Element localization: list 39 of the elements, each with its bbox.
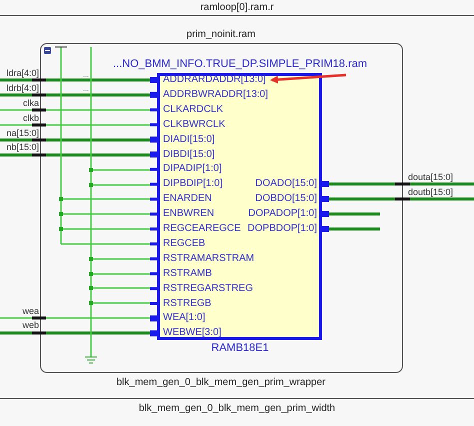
pin-name: DOADO[15:0] [255,178,317,190]
pin-name: RSTREGB [163,298,212,310]
port-name: clka [22,97,39,109]
port-name: ldra[4:0] [6,67,39,79]
pin-name: CLKARDCLK [163,104,224,116]
port-name: na[15:0] [6,127,39,139]
pin-name: ENARDEN [163,193,212,206]
pin-name: DOPBDOP[1:0] [248,223,317,235]
pin-name: REGCEB [163,238,206,250]
module-name: blk_mem_gen_0_blk_mem_gen_prim_wrapper [116,377,326,389]
group-title: ramloop[0].ram.r [200,2,274,14]
pin-name: DOBDO[15:0] [255,193,317,205]
port-name: wea [22,305,39,317]
pin-name: RSTREGARSTREG [163,282,254,295]
pin-name: RSTRAMARSTRAM [163,252,254,265]
group-title: blk_mem_gen_0_blk_mem_gen_prim_width [138,403,336,415]
pin-name: DIPBDIP[1:0] [163,178,222,190]
pin-name: CLKBWRCLK [163,118,226,131]
pin-name: ADDRBWRADDR[13:0] [163,88,268,101]
port-name: douta[15:0] [408,171,454,183]
port-name: nb[15:0] [6,141,39,153]
pin-name: ADDRARDADDR[13:0] [163,74,266,86]
pin-name: RSTRAMB [163,268,212,280]
pin-name: DIADI[15:0] [163,134,215,146]
pin-name: WEBWE[3:0] [163,327,222,340]
pin-name: REGCEAREGCE [163,223,241,235]
port-name: web [22,319,39,331]
port-name: clkb [22,112,39,124]
port-name: doutb[15:0] [408,186,454,198]
pin-name: ENBWREN [163,208,214,220]
module-title: prim_noinit.ram [186,29,256,41]
pin-name: DOPADOP[1:0] [248,208,317,220]
pin-name: DIBDI[15:0] [163,148,215,160]
port-name: ldrb[4:0] [6,82,39,94]
annotation-arrow [270,74,346,84]
instance-title: ...NO_BMM_INFO.TRUE_DP.SIMPLE_PRIM18.ram [112,58,368,70]
pin-name: DIPADIP[1:0] [163,163,222,176]
primitive-name: RAMB18E1 [211,342,269,354]
pin-name: WEA[1:0] [163,312,206,324]
